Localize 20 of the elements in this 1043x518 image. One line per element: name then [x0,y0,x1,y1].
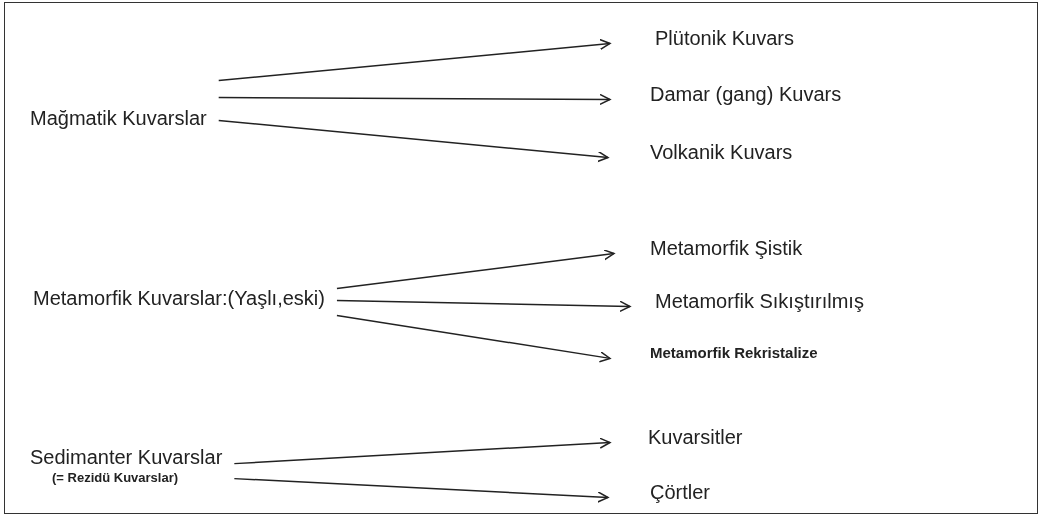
node-label: Damar (gang) Kuvars [610,82,842,107]
node-label: Mağmatik Kuvarslar [30,106,207,131]
node-label: Sedimanter Kuvarslar [30,445,223,470]
node-label: Metamorfik Sıkıştırılmış [630,289,864,314]
node-label: Plütonik Kuvars [610,26,794,51]
node-label: Metamorfik Şistik [614,236,803,261]
arrow [336,249,615,290]
arrow [233,477,609,503]
arrow [217,38,611,82]
arrow [217,93,611,106]
arrow [336,314,611,363]
node-label: Volkanik Kuvars [608,140,793,165]
node-label: Kuvarsitler [610,425,743,450]
node-sublabel: (= Rezidü Kuvarslar) [52,470,179,487]
arrow [336,299,631,313]
node-label: Metamorfik Kuvarslar:(Yaşlı,eski) [33,286,325,311]
node-label: Çörtler [608,480,710,505]
node-label: Metamorfik Rekristalize [610,344,818,363]
arrow [233,437,611,465]
arrow [217,119,609,163]
